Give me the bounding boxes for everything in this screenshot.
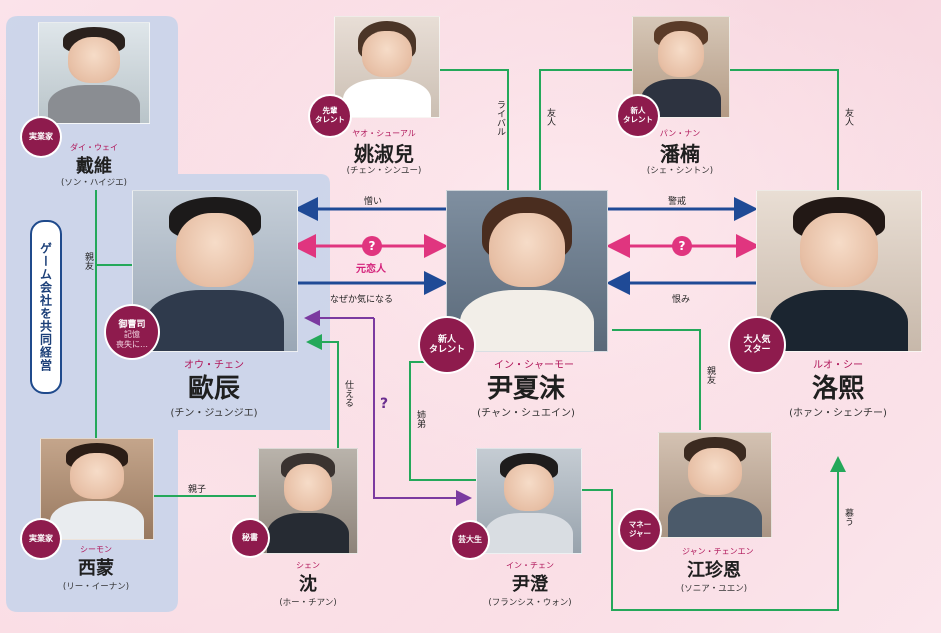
rel-rival: ライバル (495, 100, 505, 136)
photo-jiang (658, 432, 772, 538)
heart-icon-yin-luo: ? (672, 236, 692, 256)
photo-shen (258, 448, 358, 554)
badge-yincheng: 芸大生 (452, 522, 488, 558)
tag-yin: イン・シャーモー (494, 360, 574, 371)
photo-yincheng (476, 448, 582, 554)
badge-ximeng: 実業家 (22, 520, 60, 558)
rel-shitau: 慕う (843, 508, 853, 526)
actor-yincheng: (フランシス・ウォン) (488, 598, 572, 608)
photo-luo (756, 190, 922, 352)
tag-pan: パン・ナン (659, 129, 701, 138)
rel-keikai: 警戒 (668, 197, 687, 207)
name-jiang: 江珍恩 (687, 560, 741, 581)
tag-ou: オウ・チェン (184, 360, 244, 371)
rel-friend-pan: 友人 (545, 108, 555, 126)
tag-ximeng: シーモン (80, 545, 112, 554)
photo-ximeng (40, 438, 154, 540)
rel-shitei: 姉弟 (415, 410, 425, 428)
rel-shinyu: 親友 (83, 252, 93, 270)
badge-yao: 先輩 タレント (310, 96, 350, 136)
badge-ou: 御曹司 (106, 306, 158, 358)
badge-pan: 新人 タレント (618, 96, 658, 136)
tag-yincheng: イン・チェン (506, 561, 554, 570)
badge-jiang: マネー ジャー (620, 510, 660, 550)
photo-yin (446, 190, 608, 352)
name-yao: 姚淑兒 (354, 142, 414, 166)
note-ou: 記憶 喪失に… (116, 330, 148, 349)
heart-icon-ou-yin: ? (362, 236, 382, 256)
tag-yao: ヤオ・シューアル (352, 129, 416, 138)
name-yin: 尹夏沫 (486, 374, 565, 404)
rel-friend-luo: 友人 (843, 108, 853, 126)
tag-daiwei: ダイ・ウェイ (70, 143, 118, 152)
company-label: ゲーム会社を共同経営 (30, 220, 62, 394)
name-luo: 洛熙 (811, 374, 864, 404)
rel-question: ? (380, 396, 389, 412)
name-shen: 沈 (299, 574, 317, 595)
name-yincheng: 尹澄 (512, 574, 548, 595)
actor-ou: (チン・ジュンジエ) (170, 408, 258, 419)
badge-luo: 大人気 スター (730, 318, 784, 372)
name-ximeng: 西蒙 (78, 558, 114, 579)
rel-oyako: 親子 (188, 485, 207, 495)
rel-uramu: 恨み (672, 295, 691, 305)
photo-daiwei (38, 22, 150, 124)
rel-motokoibito: 元恋人 (356, 264, 386, 275)
badge-shen: 秘書 (232, 520, 268, 556)
name-daiwei: 戴維 (76, 156, 112, 177)
actor-ximeng: (リー・イーナン) (62, 582, 130, 592)
actor-luo: (ホァン・シェンチー) (789, 408, 887, 419)
name-pan: 潘楠 (660, 142, 700, 166)
rel-tsukaeru: 仕える (343, 380, 353, 407)
tag-jiang: ジャン・チェンエン (682, 547, 754, 556)
rel-nazeka: なぜか気になる (330, 295, 394, 305)
tag-shen: シェン (296, 561, 320, 570)
rel-shinyu2: 親友 (705, 366, 715, 384)
actor-daiwei: (ソン・ハイジエ) (61, 178, 127, 188)
actor-yao: (チェン・シンユー) (346, 166, 422, 176)
photo-yao (334, 16, 440, 118)
actor-pan: (シェ・シントン) (646, 166, 714, 176)
rel-nikui: 憎い (364, 197, 383, 207)
actor-yin: (チャン・シュエイン) (477, 408, 575, 419)
badge-yin: 新人 タレント (420, 318, 474, 372)
name-ou: 歐辰 (187, 374, 240, 404)
tag-luo: ルオ・シー (813, 360, 863, 371)
actor-jiang: (ソニア・ユエン) (680, 584, 748, 594)
badge-daiwei: 実業家 (22, 118, 60, 156)
actor-shen: (ホー・チアン) (279, 598, 337, 608)
photo-ou (132, 190, 298, 352)
